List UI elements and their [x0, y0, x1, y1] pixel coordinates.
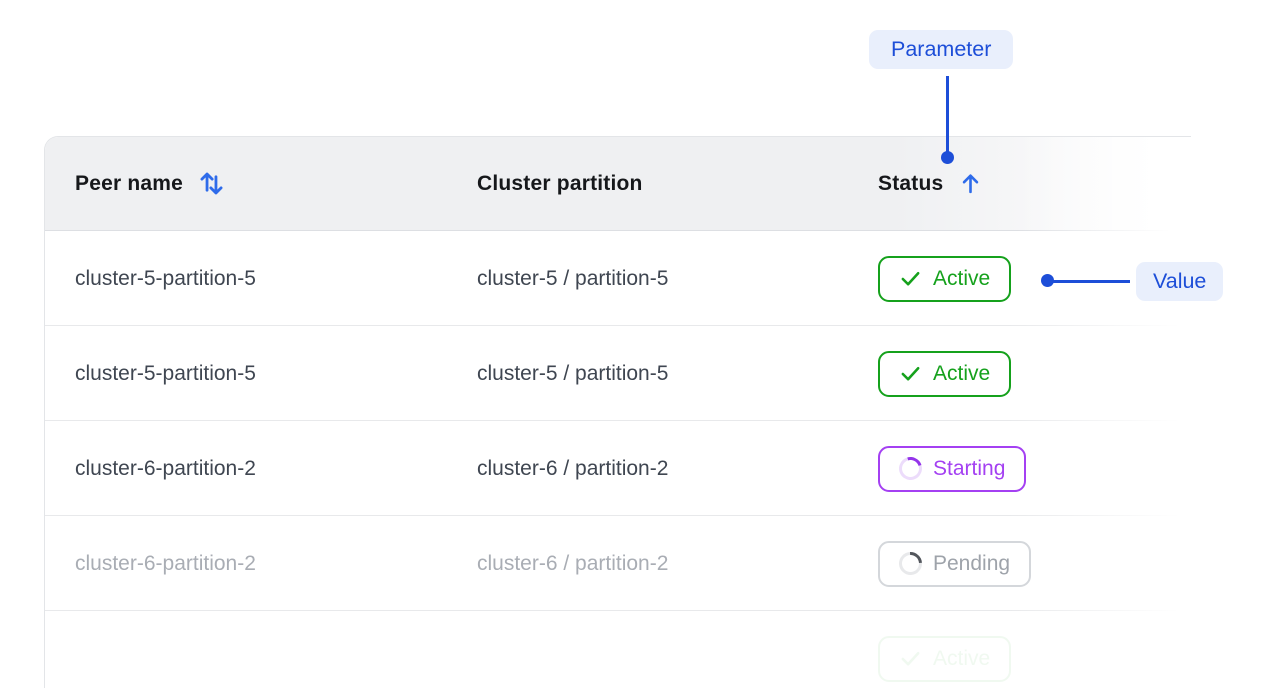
table-row: Active [45, 611, 1191, 688]
status-badge: Active [878, 635, 1012, 682]
table-row: cluster-5-partition-5 cluster-5 / partit… [45, 231, 1191, 326]
spinner-icon [894, 547, 927, 580]
peer-name-cell: cluster-5-partition-5 [75, 266, 256, 290]
status-badge: Active [878, 350, 1012, 397]
value-connector-dot [1041, 274, 1054, 287]
cluster-partition-cell: cluster-5 / partition-5 [477, 361, 669, 385]
sort-both-arrows-icon[interactable] [198, 169, 225, 198]
table-body: cluster-5-partition-5 cluster-5 / partit… [45, 231, 1191, 688]
spinner-icon [894, 452, 927, 485]
parameter-annotation-pill: Parameter [869, 30, 1014, 69]
column-header-label: Peer name [75, 171, 184, 195]
sort-ascending-arrow-icon[interactable] [958, 171, 983, 196]
parameter-annotation-label: Parameter [891, 37, 992, 61]
status-cell: Active [878, 635, 1191, 682]
cluster-partition-cell: cluster-5 / partition-5 [477, 266, 669, 290]
status-badge: Active [878, 255, 1012, 302]
status-badge-label: Active [933, 362, 991, 385]
peers-table: Peer name Cluster partition Status clust… [44, 136, 1191, 688]
peer-name-cell: cluster-6-partition-2 [75, 456, 256, 480]
column-header-status[interactable]: Status [878, 171, 1191, 196]
cluster-partition-cell: cluster-6 / partition-2 [477, 551, 669, 575]
value-connector-line [1051, 280, 1130, 283]
status-badge-label: Active [933, 267, 991, 290]
peer-name-cell: cluster-6-partition-2 [75, 551, 256, 575]
column-header-label: Cluster partition [477, 171, 643, 195]
status-cell: Pending [878, 540, 1191, 587]
value-annotation-pill: Value [1136, 262, 1224, 301]
peer-name-cell: cluster-5-partition-5 [75, 361, 256, 385]
status-cell: Active [878, 255, 1191, 302]
column-header-cluster-partition: Cluster partition [477, 172, 878, 196]
table-row: cluster-6-partition-2 cluster-6 / partit… [45, 421, 1191, 516]
status-cell: Active [878, 350, 1191, 397]
status-badge-label: Pending [933, 552, 1011, 575]
table-header-row: Peer name Cluster partition Status [45, 137, 1191, 232]
status-cell: Starting [878, 445, 1191, 492]
parameter-connector-line [946, 76, 949, 153]
value-annotation-label: Value [1153, 269, 1207, 293]
table-row: cluster-5-partition-5 cluster-5 / partit… [45, 326, 1191, 421]
cluster-partition-cell: cluster-6 / partition-2 [477, 456, 669, 480]
status-badge-label: Active [933, 647, 991, 670]
parameter-connector-dot [941, 151, 954, 164]
table-row: cluster-6-partition-2 cluster-6 / partit… [45, 516, 1191, 611]
check-icon [901, 651, 920, 666]
status-badge: Pending [878, 540, 1032, 587]
column-header-peer-name[interactable]: Peer name [45, 169, 477, 198]
status-badge: Starting [878, 445, 1027, 492]
status-badge-label: Starting [933, 457, 1006, 480]
check-icon [901, 366, 920, 381]
check-icon [901, 271, 920, 286]
column-header-label: Status [878, 171, 944, 195]
